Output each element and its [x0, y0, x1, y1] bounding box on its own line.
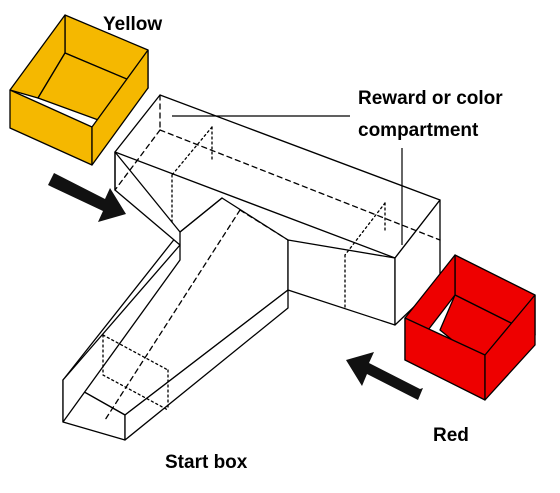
hidden-edge [104, 209, 241, 421]
red-arrow-icon [346, 352, 423, 400]
reward-label-line2: compartment [358, 120, 479, 141]
yellow-arrow-icon [48, 173, 126, 222]
start-box-label: Start box [165, 452, 248, 473]
hidden-edge [114, 129, 161, 191]
compartment-dividers [102, 126, 386, 411]
red-label: Red [433, 425, 469, 446]
yellow-label: Yellow [103, 14, 162, 35]
divider [171, 126, 213, 176]
stem-left-face [62, 244, 181, 423]
yellow-compartment [9, 14, 149, 166]
divider [102, 334, 169, 371]
t-maze [62, 94, 441, 441]
yellow-box-right-wall [91, 49, 149, 166]
stem-edge [179, 197, 223, 233]
stem-side-face [124, 289, 289, 441]
hidden-edge [159, 129, 441, 241]
hidden-edge [239, 209, 289, 241]
crossbar-front-face [287, 239, 396, 326]
reward-leader-lines [172, 115, 403, 245]
red-compartment [404, 254, 536, 401]
divider [344, 202, 386, 256]
red-box-right-wall [484, 294, 536, 401]
reward-label-line1: Reward or color [358, 88, 503, 109]
hidden-edges [104, 94, 441, 421]
arrows [48, 173, 423, 400]
divider [102, 374, 169, 411]
